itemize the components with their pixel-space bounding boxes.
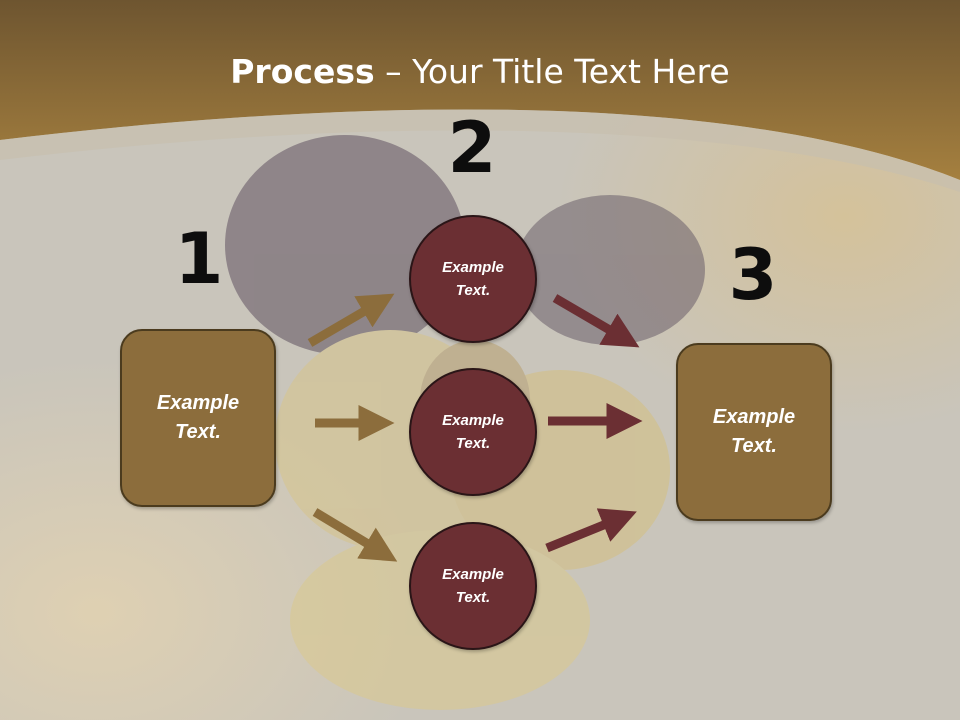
circle-middle-line2: Text. bbox=[455, 435, 491, 452]
left-box-line1: Example bbox=[156, 392, 240, 414]
arrow-out-bottom bbox=[545, 508, 637, 553]
step-number-1: 1 bbox=[174, 218, 224, 300]
circle-top-line2: Text. bbox=[455, 282, 491, 299]
arrow-in-bottom bbox=[312, 508, 398, 562]
arrow-in-top bbox=[307, 293, 395, 347]
arrow-out-top bbox=[552, 294, 640, 348]
title-bold: Process bbox=[230, 52, 375, 91]
circle-top-line1: Example bbox=[442, 259, 504, 276]
step-number-2: 2 bbox=[447, 107, 497, 189]
step-number-3: 3 bbox=[728, 234, 778, 316]
circle-bottom-line2: Text. bbox=[455, 589, 491, 606]
circle-bottom-line1: Example bbox=[442, 566, 504, 583]
slide-title: Process – Your Title Text Here bbox=[0, 52, 960, 91]
right-box-line2: Text. bbox=[731, 435, 777, 457]
circle-middle-line1: Example bbox=[442, 412, 504, 429]
left-box-line2: Text. bbox=[175, 421, 221, 443]
title-rest: – Your Title Text Here bbox=[374, 52, 730, 91]
right-box-line1: Example bbox=[712, 406, 796, 428]
